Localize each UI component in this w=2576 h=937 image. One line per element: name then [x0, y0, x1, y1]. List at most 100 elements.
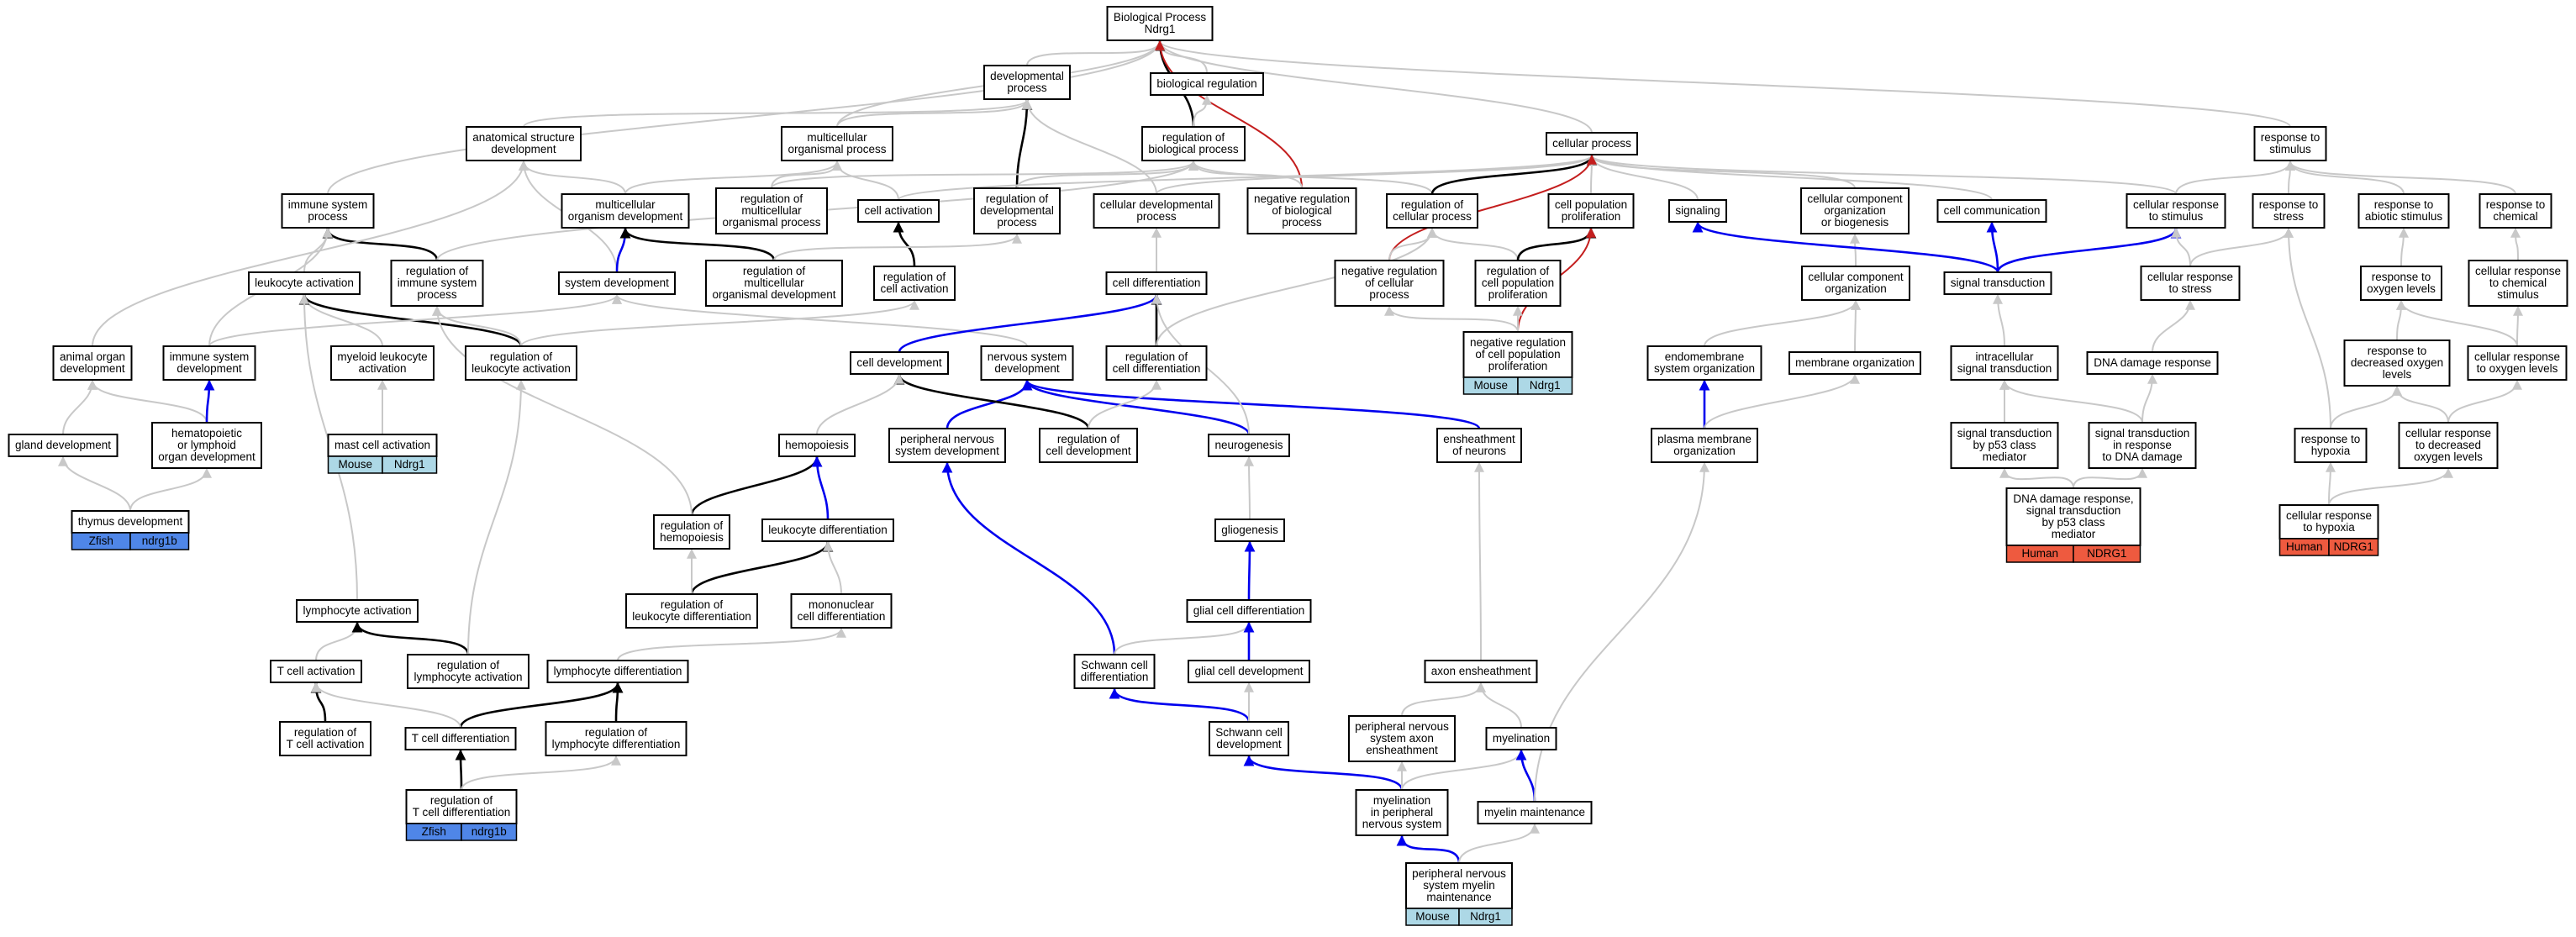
go-node-cellcomm[interactable]: cell communication — [1936, 199, 2047, 223]
go-node-mm[interactable]: myelin maintenance — [1477, 801, 1593, 824]
go-node-tca[interactable]: T cell activation — [270, 660, 362, 683]
go-node-rtca[interactable]: regulation ofT cell activation — [279, 721, 371, 756]
edge-mla-to-leukact — [299, 293, 383, 347]
go-node-axon[interactable]: axon ensheathment — [1424, 660, 1538, 683]
go-node-leukdiff[interactable]: leukocyte differentiation — [761, 519, 894, 542]
go-node-leukact[interactable]: leukocyte activation — [248, 271, 361, 295]
go-node-thymus[interactable]: thymus development — [71, 510, 190, 534]
go-node-mo[interactable]: membrane organization — [1788, 351, 1921, 375]
node-box — [1950, 422, 2059, 469]
go-node-hemo[interactable]: hemopoiesis — [778, 434, 856, 457]
node-box — [270, 660, 362, 683]
go-node-myel[interactable]: myelination — [1485, 727, 1557, 750]
go-node-neuro[interactable]: neurogenesis — [1208, 434, 1290, 457]
go-node-ddr[interactable]: DNA damage response — [2086, 351, 2219, 375]
go-node-mca[interactable]: mast cell activation — [327, 434, 438, 457]
go-node-gland[interactable]: gland development — [8, 434, 119, 457]
go-node-cellproc[interactable]: cellular process — [1546, 132, 1638, 155]
go-node-lymphdiff[interactable]: lymphocyte differentiation — [546, 660, 689, 683]
edge-rlymphdiff-to-lymphdiff — [612, 682, 624, 723]
go-node-celldev[interactable]: cell development — [850, 351, 949, 375]
go-node-gcd[interactable]: glial cell differentiation — [1186, 599, 1312, 623]
go-node-glio[interactable]: gliogenesis — [1214, 519, 1285, 542]
node-box — [1546, 132, 1638, 155]
go-node-rtcd[interactable]: regulation ofT cell differentiation — [405, 789, 518, 824]
edge-hlod-to-aod — [87, 379, 208, 424]
go-node-signaling[interactable]: signaling — [1668, 199, 1727, 223]
go-node-ddrp53[interactable]: DNA damage response,signal transductionb… — [2005, 487, 2141, 546]
node-label-line: decreased oxygen — [2351, 356, 2443, 369]
go-node-gcdev[interactable]: glial cell development — [1188, 660, 1310, 683]
node-label-line: glial cell differentiation — [1193, 604, 1305, 617]
node-box — [1668, 199, 1727, 223]
go-node-sigtrans[interactable]: signal transduction — [1943, 271, 2052, 295]
go-node-bioreg[interactable]: biological regulation — [1150, 72, 1264, 96]
go-node-lymphact[interactable]: lymphocyte activation — [296, 599, 419, 623]
go-node-sysdev[interactable]: system development — [558, 271, 676, 295]
go-node-tcd[interactable]: T cell differentiation — [404, 727, 517, 750]
node-label-line: endomembrane — [1665, 350, 1745, 363]
go-node-celldiff[interactable]: cell differentiation — [1105, 271, 1208, 295]
go-node-cellact[interactable]: cell activation — [857, 199, 940, 223]
